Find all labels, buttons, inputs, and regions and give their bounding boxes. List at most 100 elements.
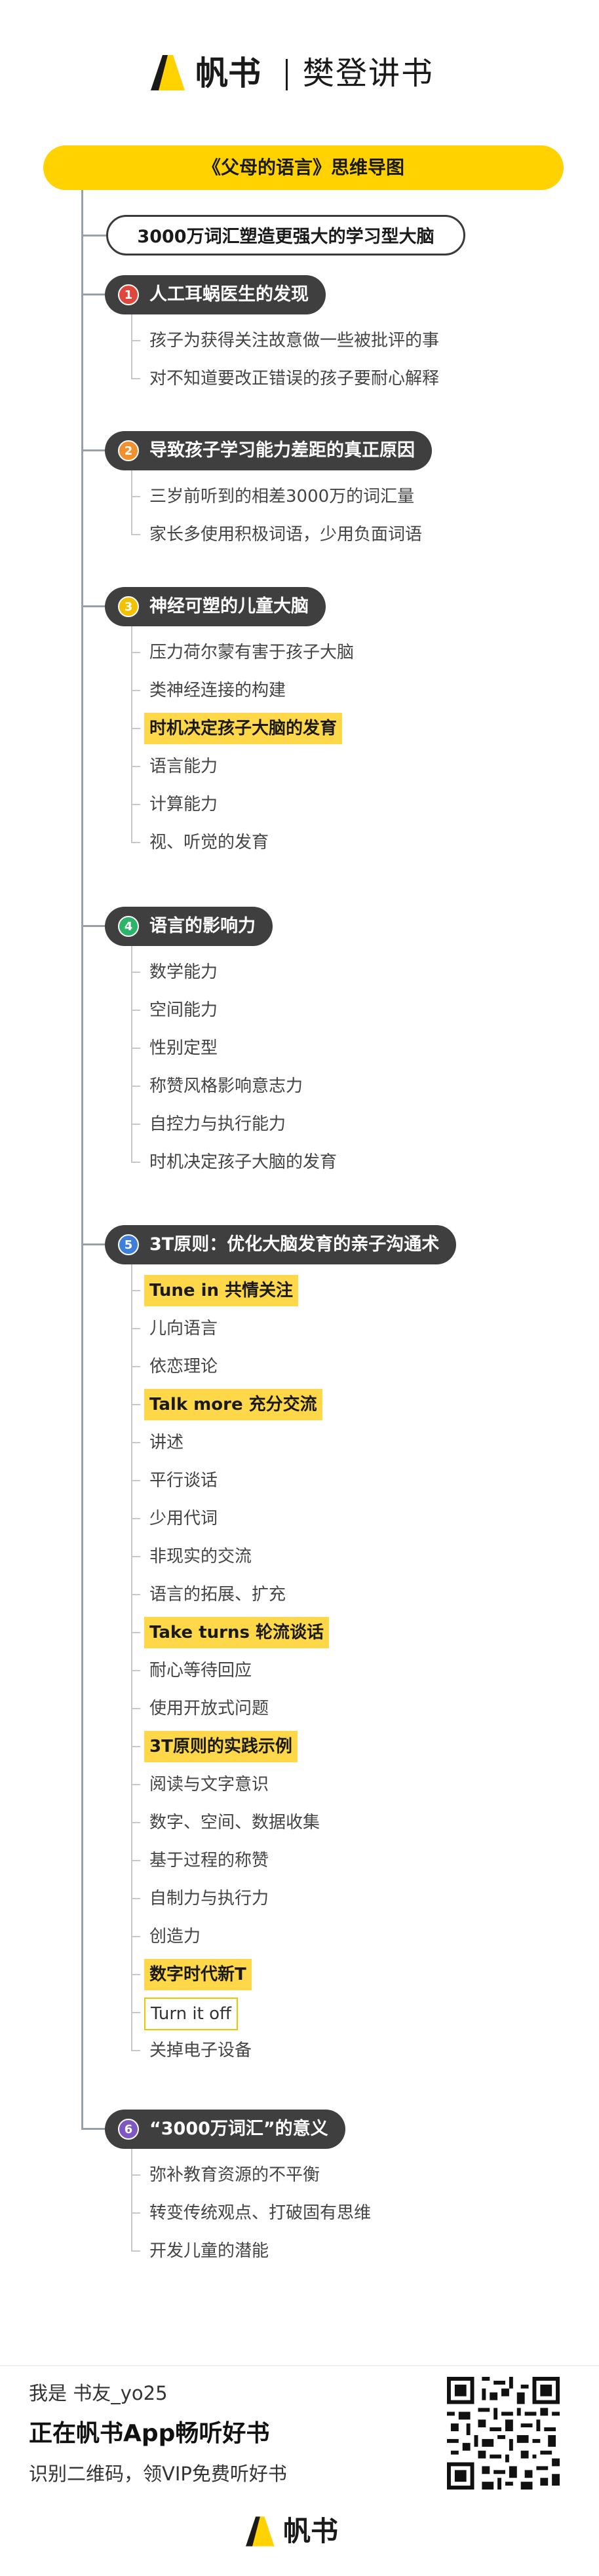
branch-tick (131, 842, 140, 843)
branch-tick (131, 1290, 140, 1291)
topic-item: 数学能力 (149, 962, 218, 982)
branch-tick (131, 1442, 140, 1443)
section-connector (81, 449, 106, 451)
branch-tick (131, 1328, 140, 1329)
header: 帆书 樊登讲书 (0, 0, 599, 147)
branch-tick (131, 1860, 140, 1861)
branch-tick (131, 1746, 140, 1747)
topic-item: 依恋理论 (149, 1357, 218, 1376)
branch-tick (131, 1974, 140, 1975)
topic-item: 数字、空间、数据收集 (149, 1813, 320, 1832)
branch-tick (131, 766, 140, 767)
branch-tick (131, 1518, 140, 1519)
topic-item: 称赞风格影响意志力 (149, 1076, 303, 1096)
highlighted-topic: Take turns 轮流谈话 (144, 1617, 330, 1648)
branch-tick (131, 652, 140, 653)
section-number-badge: 4 (118, 916, 139, 937)
topic-item: 视、听觉的发育 (149, 833, 269, 852)
branch-line (131, 946, 132, 1162)
footer-divider (0, 2365, 599, 2366)
section-header: 6“3000万词汇”的意义 (105, 2110, 345, 2149)
topic-item: 关掉电子设备 (149, 2041, 252, 2060)
branch-line (131, 314, 132, 379)
branch-tick (131, 2012, 140, 2013)
topic-item: 对不知道要改正错误的孩子要耐心解释 (149, 369, 440, 388)
brand-divider (286, 59, 288, 90)
section-label: 3T原则：优化大脑发育的亲子沟通术 (149, 1234, 440, 1255)
branch-tick (131, 534, 140, 535)
highlighted-topic: 数字时代新T (144, 1959, 252, 1990)
branch-tick (131, 1822, 140, 1823)
section-connector (81, 925, 106, 927)
topic-item: 类神经连接的构建 (149, 681, 286, 700)
topic-item: 孩子为获得关注故意做一些被批评的事 (149, 331, 440, 350)
topic-item: 耐心等待回应 (149, 1661, 252, 1680)
branch-tick (131, 690, 140, 691)
highlighted-topic: Tune in 共情关注 (144, 1275, 299, 1306)
topic-item: 空间能力 (149, 1000, 218, 1020)
topic-item: 压力荷尔蒙有害于孩子大脑 (149, 643, 355, 662)
branch-tick (131, 2212, 140, 2214)
branch-tick (131, 1404, 140, 1405)
topic-item: 阅读与文字意识 (149, 1775, 269, 1794)
topic-item: 自制力与执行力 (149, 1889, 269, 1908)
section-label: “3000万词汇”的意义 (149, 2119, 328, 2139)
topic-item: 少用代词 (149, 1509, 218, 1528)
topic-item: 使用开放式问题 (149, 1699, 269, 1718)
topic-item: 开发儿童的潜能 (149, 2241, 269, 2261)
branch-tick (131, 340, 140, 341)
branch-tick (131, 1366, 140, 1367)
topic-item: 时机决定孩子大脑的发育 (149, 1152, 338, 1172)
footer-user: 我是 书友_yo25 (29, 2382, 168, 2404)
branch-tick (131, 728, 140, 729)
topic-item: 非现实的交流 (149, 1547, 252, 1566)
highlighted-topic: Talk more 充分交流 (144, 1389, 322, 1420)
topic-item: 弥补教育资源的不平衡 (149, 2165, 320, 2185)
branch-tick (131, 1632, 140, 1633)
topic-item: 性别定型 (149, 1038, 218, 1058)
branch-tick (131, 1898, 140, 1899)
topic-item: 家长多使用积极词语，少用负面词语 (149, 525, 423, 544)
branch-tick (131, 2250, 140, 2252)
section-header: 5 3T原则：优化大脑发育的亲子沟通术 (105, 1225, 457, 1264)
branch-tick (131, 972, 140, 973)
qr-code[interactable] (447, 2377, 560, 2490)
topic-item: 儿向语言 (149, 1319, 218, 1338)
section-connector (81, 294, 106, 295)
branch-tick (131, 1556, 140, 1557)
highlighted-topic: 时机决定孩子大脑的发育 (144, 713, 343, 744)
branch-tick (131, 1708, 140, 1709)
branch-tick (131, 1936, 140, 1937)
branch-line (131, 1264, 132, 2051)
topic-item: 计算能力 (149, 795, 218, 814)
topic-item: 三岁前听到的相差3000万的词汇量 (149, 487, 415, 506)
topic-item: 讲述 (149, 1433, 184, 1452)
section-connector (81, 1243, 106, 1245)
branch-tick (131, 1048, 140, 1049)
mindmap-spine (81, 190, 83, 2129)
footer-brand-name: 帆书 (283, 2515, 339, 2547)
section-number-badge: 2 (118, 440, 139, 461)
section-connector (81, 605, 106, 607)
section-number-badge: 5 (118, 1234, 139, 1255)
topic-item: 基于过程的称赞 (149, 1851, 269, 1870)
section-number-badge: 3 (118, 596, 139, 617)
partner-name: 樊登讲书 (303, 55, 435, 92)
topic-item: 语言的拓展、扩充 (149, 1585, 286, 1604)
topic-item: 语言能力 (149, 757, 218, 776)
branch-tick (131, 1594, 140, 1595)
branch-tick (131, 378, 140, 379)
fanshu-logo-icon (151, 55, 185, 90)
brand-name: 帆书 (195, 54, 261, 92)
section-number-badge: 1 (118, 284, 139, 305)
footer-headline: 正在帆书App畅听好书 (29, 2420, 270, 2447)
connector (81, 235, 106, 237)
section-connector (81, 2128, 106, 2130)
mindmap-title: 《父母的语言》思维导图 (43, 145, 564, 190)
topic-item: 创造力 (149, 1927, 201, 1946)
branch-tick (131, 1124, 140, 1125)
branch-tick (131, 2050, 140, 2051)
branch-tick (131, 1010, 140, 1011)
